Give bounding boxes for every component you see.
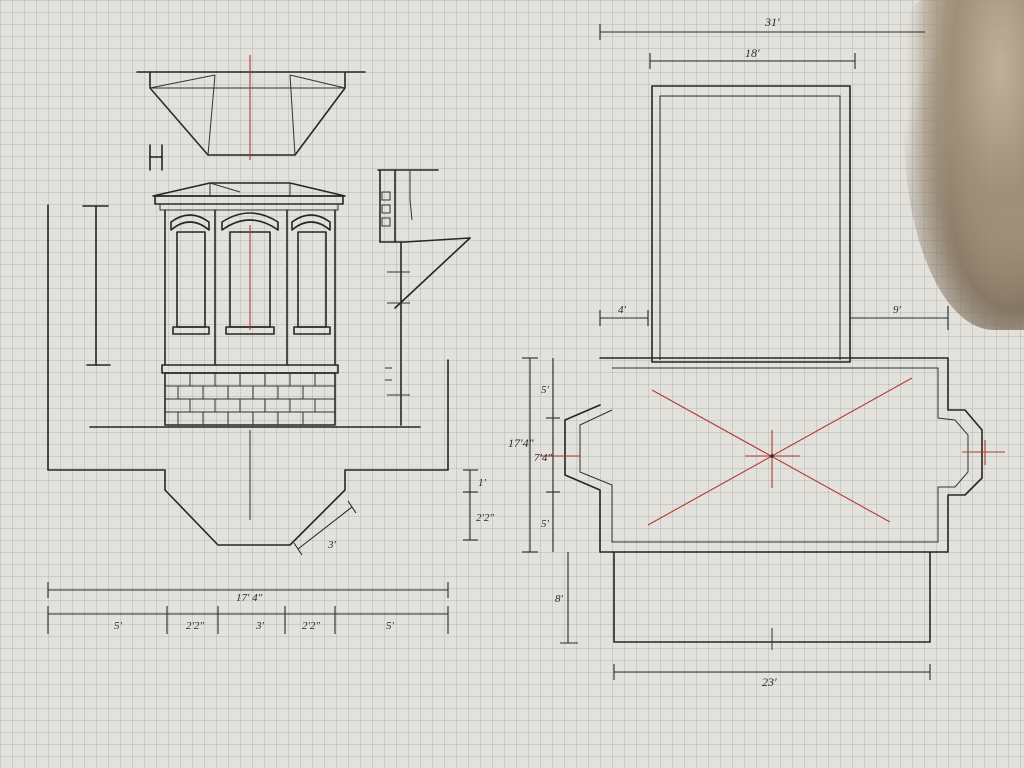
- projection-dims: 1' 2'2": [463, 469, 494, 541]
- section-profile: [377, 169, 471, 426]
- porch-depth-label: 8': [555, 593, 564, 605]
- bottom-segment-label: 5': [541, 518, 550, 530]
- wing-width-dim: 18': [649, 46, 856, 69]
- bay-side-dim-label: 3': [327, 539, 337, 551]
- wing-width-label: 18': [745, 46, 760, 60]
- seg3-label: 3': [255, 620, 265, 632]
- porch: [613, 551, 931, 650]
- total-width-dim: 31': [599, 15, 925, 40]
- overall-dim: 17' 4": [47, 582, 449, 604]
- proj-dim-2-label: 2'2": [476, 512, 494, 524]
- seg2-label: 2'2": [186, 620, 204, 632]
- roof-plan: [136, 55, 366, 160]
- window-center: [221, 212, 279, 335]
- porch-width-dim: 23': [613, 664, 931, 689]
- bay-elevation-body: [89, 182, 421, 428]
- left-offset-label: 4': [618, 304, 627, 316]
- segment-dims: 5' 2'2" 3' 2'2" 5': [47, 606, 449, 634]
- window-right: [291, 214, 331, 335]
- left-offset-dim: 4': [599, 304, 649, 326]
- top-segment-label: 5': [541, 384, 550, 396]
- brick-base: [164, 372, 336, 426]
- proj-dim-1-label: 1': [478, 477, 487, 489]
- porch-width-label: 23': [762, 675, 777, 689]
- total-width-label: 31': [764, 15, 780, 29]
- rear-wing: [651, 85, 851, 363]
- main-house: [540, 357, 1005, 553]
- porch-depth-dim: 8': [555, 552, 578, 644]
- roof-height-marker: [149, 144, 163, 171]
- depth-label: 17'4": [508, 436, 535, 450]
- seg1-label: 5': [114, 620, 123, 632]
- mid-segment-label: 7'4": [534, 452, 552, 464]
- floor-plan: 31' 18' 4' 9': [508, 15, 1005, 689]
- wall-height-marker: [82, 205, 111, 366]
- overall-dim-label: 17' 4": [236, 592, 263, 604]
- depth-dims: 17'4" 5' 7'4" 5': [508, 357, 560, 553]
- right-offset-dim: 9': [850, 304, 949, 330]
- right-offset-label: 9': [893, 304, 902, 316]
- seg4-label: 2'2": [302, 620, 320, 632]
- bay-floor-plan: 3': [47, 204, 449, 556]
- window-left: [170, 214, 210, 335]
- bay-window-elevation: 3' 1' 2'2" 17' 4" 5' 2'2: [47, 55, 494, 634]
- seg5-label: 5': [386, 620, 395, 632]
